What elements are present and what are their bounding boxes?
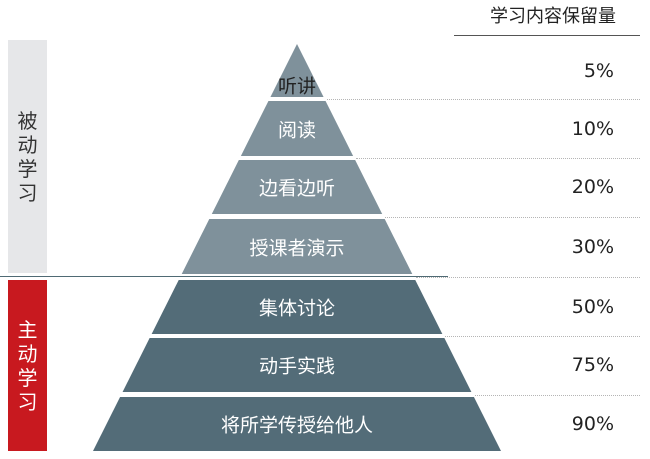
row-separator [326,99,640,100]
pyramid-tier-3 [211,160,383,214]
row-separator [385,216,640,218]
pyramid-tier-1 [270,44,324,97]
tier-label-6: 动手实践 [258,355,336,378]
row-separator [415,277,640,278]
row-separator [356,158,640,159]
active-learning-label: 主动学习 [17,317,38,414]
pyramid-tier-4 [181,219,413,274]
tier-label-2: 阅读 [277,119,317,141]
retention-header: 学习内容保留量 [490,6,616,27]
header-rule [454,35,640,36]
retention-percent-7: 90% [571,413,614,435]
tier-label-7: 将所学传授给他人 [220,414,374,437]
pyramid-tier-6 [122,338,472,392]
retention-percent-4: 30% [571,235,614,258]
pyramid-tier-2 [240,101,354,156]
retention-percent-1: 5% [583,59,614,82]
active-learning-panel: 主动学习 [8,280,47,451]
pyramid-tier-7 [93,397,501,451]
pyramid-tier-5 [151,280,443,334]
passive-learning-panel: 被动学习 [8,40,47,273]
retention-percent-5: 50% [571,296,614,318]
tier-label-5: 集体讨论 [258,297,336,320]
passive-learning-label: 被动学习 [17,108,38,205]
retention-percent-3: 20% [571,176,614,198]
retention-percent-2: 10% [571,117,614,140]
row-separator [474,394,640,396]
tier-label-4: 授课者演示 [249,237,345,259]
row-separator [445,336,640,337]
retention-percent-6: 75% [571,354,614,376]
passive-active-divider [0,276,448,277]
tier-label-1: 听讲 [277,75,317,97]
tier-label-3: 边看边听 [258,177,336,200]
